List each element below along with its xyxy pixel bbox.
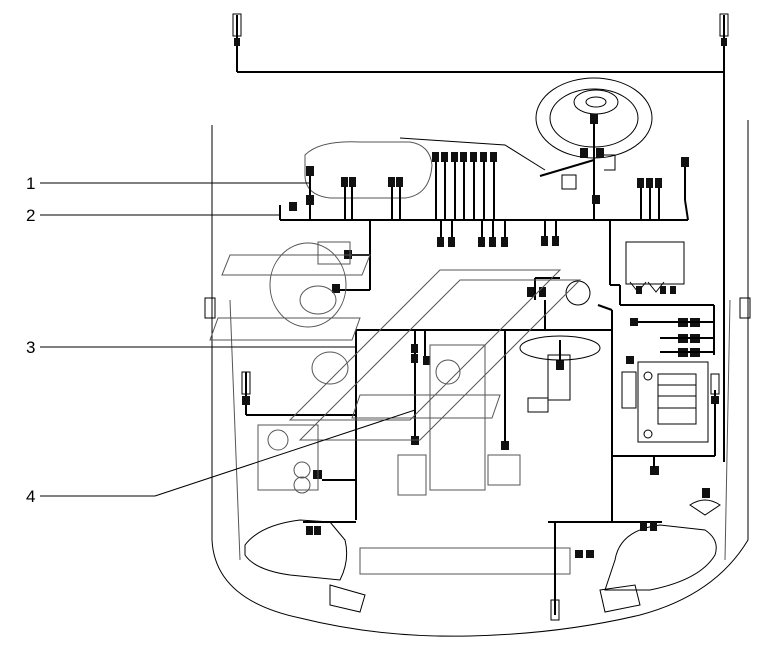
callout-4: 4 — [26, 487, 35, 506]
callout-1: 1 — [26, 174, 35, 193]
front-lamps — [244, 488, 721, 621]
vehicle-body-outline — [204, 120, 751, 637]
antenna-lead — [232, 13, 729, 462]
callout-leaders — [40, 182, 416, 497]
callout-2: 2 — [26, 206, 35, 225]
instrument-cluster — [304, 137, 546, 199]
crossing-guides — [209, 254, 582, 441]
callout-3: 3 — [26, 338, 35, 357]
engine-harness — [241, 220, 720, 522]
battery — [621, 356, 709, 443]
relay-block — [620, 241, 715, 357]
dashboard-harness — [279, 114, 689, 305]
